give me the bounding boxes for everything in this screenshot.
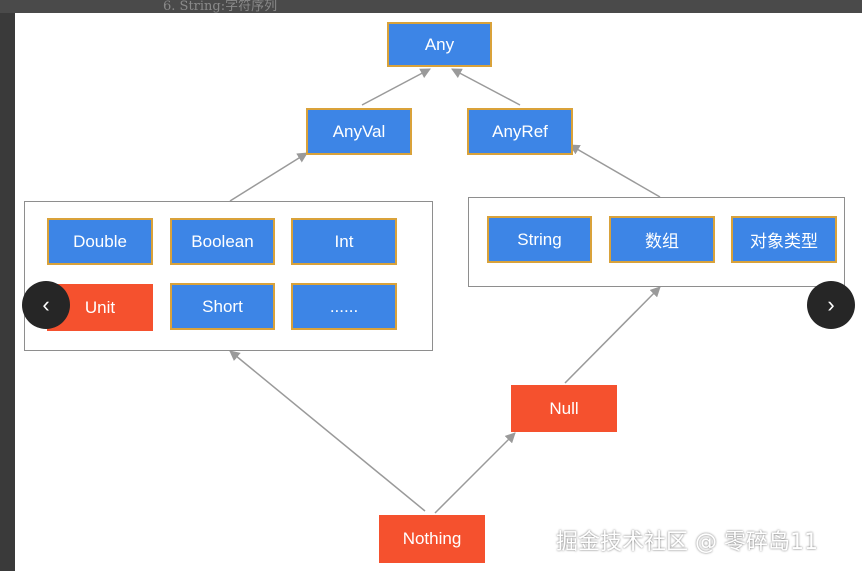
node-object-type: 对象类型 bbox=[731, 216, 837, 263]
node-anyref: AnyRef bbox=[467, 108, 573, 155]
anyref-subtypes-group bbox=[468, 197, 845, 287]
document-header-text: 6. String:字符序列 bbox=[163, 0, 278, 13]
node-string: String bbox=[487, 216, 592, 263]
hierarchy-links bbox=[229, 68, 661, 514]
node-int: Int bbox=[291, 218, 397, 265]
chevron-left-icon: ‹ bbox=[42, 292, 50, 317]
slide-canvas: Any AnyVal AnyRef Double Boolean Int Uni… bbox=[15, 13, 862, 571]
node-any: Any bbox=[387, 22, 492, 67]
anyval-subtypes-group bbox=[24, 201, 433, 351]
link-anyval-to-any bbox=[361, 68, 431, 106]
link-null-to-refgroup bbox=[564, 286, 661, 384]
node-ellipsis: ...... bbox=[291, 283, 397, 330]
document-header-strip: 6. String:字符序列 bbox=[0, 0, 862, 13]
node-double: Double bbox=[47, 218, 153, 265]
link-anyref-to-any bbox=[451, 68, 521, 106]
prev-slide-button[interactable]: ‹ bbox=[22, 281, 70, 329]
chevron-right-icon: › bbox=[827, 292, 835, 317]
watermark: 掘金技术社区 @ 零碎岛11 bbox=[556, 530, 818, 555]
next-slide-button[interactable]: › bbox=[807, 281, 855, 329]
node-short: Short bbox=[170, 283, 275, 330]
node-nothing: Nothing bbox=[379, 515, 485, 563]
node-array: 数组 bbox=[609, 216, 715, 263]
node-anyval: AnyVal bbox=[306, 108, 412, 155]
link-refgroup-to-anyref bbox=[569, 144, 661, 198]
link-nothing-to-null bbox=[434, 432, 516, 514]
link-valgroup-to-anyval bbox=[229, 152, 308, 202]
link-nothing-to-valgroup bbox=[229, 350, 426, 512]
node-boolean: Boolean bbox=[170, 218, 275, 265]
node-null: Null bbox=[511, 385, 617, 432]
